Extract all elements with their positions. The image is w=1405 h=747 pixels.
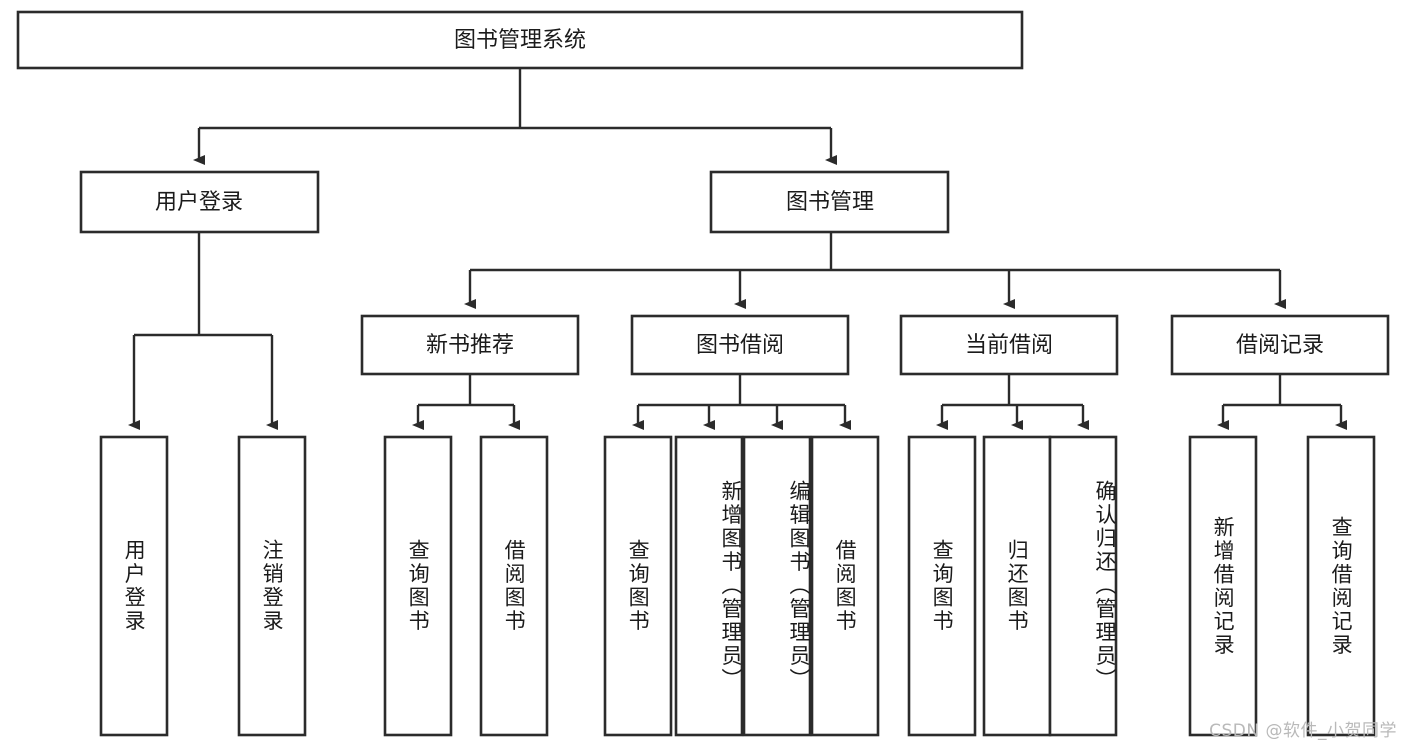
connectors <box>128 68 1347 430</box>
connector-borrow-record-to-leaves <box>1217 374 1347 430</box>
node-label-user-login: 用户登录 <box>155 190 243 215</box>
node-box-leaf-query-books-b[interactable] <box>603 435 673 737</box>
node-box-leaf-return-book[interactable] <box>982 435 1052 737</box>
node-box-leaf-add-book[interactable] <box>674 435 744 737</box>
node-box-current-borrow[interactable] <box>899 314 1119 376</box>
node-box-leaf-add-record[interactable] <box>1188 435 1258 737</box>
node-box-leaf-borrow-books-new[interactable] <box>479 435 549 737</box>
node-label-current-borrow: 当前借阅 <box>965 333 1053 358</box>
node-label-book-management: 图书管理 <box>786 190 874 215</box>
node-label-borrow-record: 借阅记录 <box>1236 333 1324 358</box>
node-box-borrow-record[interactable] <box>1170 314 1390 376</box>
connector-current-borrow-to-leaves <box>936 374 1089 430</box>
node-box-leaf-borrow-book[interactable] <box>810 435 880 737</box>
watermark-text: CSDN @软件_小贺同学 <box>1209 721 1397 741</box>
node-box-leaf-query-books-new[interactable] <box>383 435 453 737</box>
connector-root-to-level2 <box>193 68 837 165</box>
node-box-user-login[interactable] <box>79 170 320 234</box>
node-box-book-management[interactable] <box>709 170 950 234</box>
node-box-new-book-recommend[interactable] <box>360 314 580 376</box>
node-label-book-borrow: 图书借阅 <box>696 333 784 358</box>
connector-book-management-to-level3 <box>464 232 1286 309</box>
node-boxes: 图书管理系统 用户登录 图书管理 新书推荐 图书借阅 当前借阅 借阅记录 <box>16 10 1390 737</box>
node-box-leaf-query-record[interactable] <box>1306 435 1376 737</box>
node-box-leaf-confirm-return[interactable] <box>1048 435 1118 737</box>
node-box-root[interactable] <box>16 10 1024 70</box>
node-box-book-borrow[interactable] <box>630 314 850 376</box>
node-box-leaf-edit-book[interactable] <box>742 435 812 737</box>
node-box-leaf-logout[interactable] <box>237 435 307 737</box>
node-box-leaf-user-login[interactable] <box>99 435 169 737</box>
node-box-leaf-query-books-c[interactable] <box>907 435 977 737</box>
connector-book-borrow-to-leaves <box>632 374 851 430</box>
connector-new-book-recommend-to-leaves <box>412 374 520 430</box>
node-label-new-book-recommend: 新书推荐 <box>426 333 514 358</box>
node-label-root: 图书管理系统 <box>454 28 586 53</box>
connector-user-login-to-leaves <box>128 232 278 430</box>
